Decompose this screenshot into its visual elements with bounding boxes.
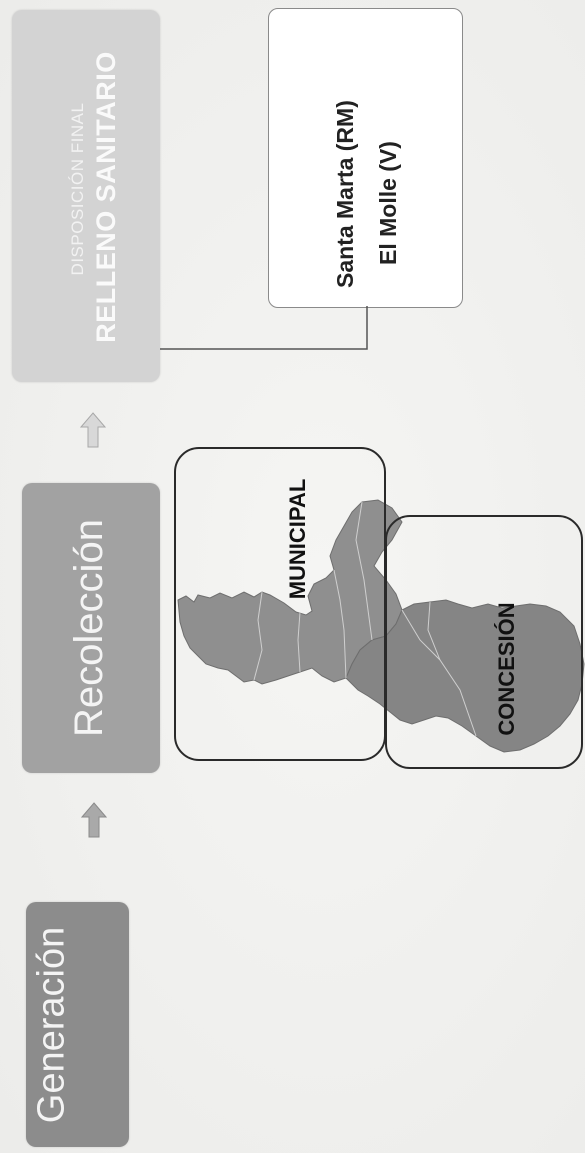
zone-concesion-label: CONCESIÓN bbox=[494, 602, 519, 736]
stage-generacion-box bbox=[26, 902, 129, 1147]
map-concesion-area bbox=[345, 599, 585, 753]
stage-generacion-label: Generación bbox=[30, 926, 73, 1124]
landfill-item: Santa Marta (RM) bbox=[332, 100, 358, 288]
stage-disposicion-sublabel: DISPOSICIÓN FINAL bbox=[68, 102, 87, 276]
stage-recoleccion-box bbox=[22, 483, 160, 773]
arrow-up-icon bbox=[80, 412, 106, 448]
arrow-up-icon bbox=[81, 802, 107, 838]
zone-concesion-outline bbox=[385, 515, 583, 769]
zone-municipal-label: MUNICIPAL bbox=[285, 478, 310, 600]
zone-municipal-outline bbox=[174, 447, 386, 761]
stage-disposicion-label: RELLENO SANITARIO bbox=[91, 51, 121, 343]
stage-disposicion-box bbox=[12, 10, 160, 382]
stage-recoleccion-label: Recolección bbox=[67, 519, 111, 737]
landfill-item: El Molle (V) bbox=[375, 141, 401, 265]
landfill-box bbox=[268, 8, 463, 308]
